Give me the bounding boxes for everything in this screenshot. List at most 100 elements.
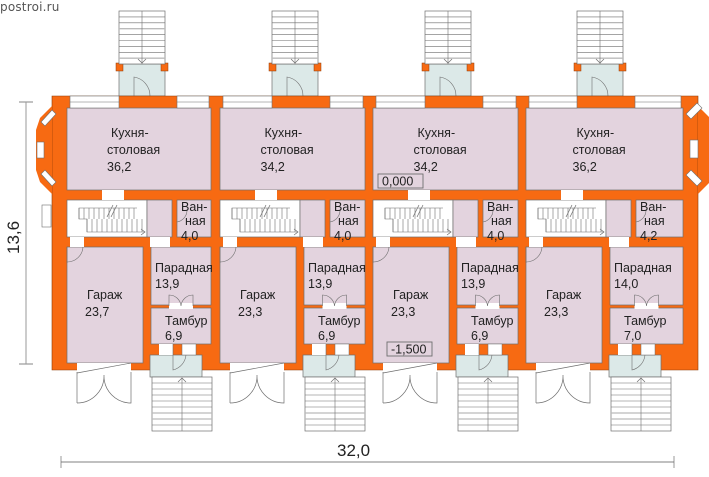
room-bath [482, 199, 519, 238]
garage-area: 23,3 [391, 305, 415, 319]
door-opening [150, 237, 170, 247]
garage-gate-leaf [76, 362, 132, 374]
kitchen-windows [375, 95, 517, 109]
garage-level-mark-box [386, 341, 433, 357]
unit-3 [372, 107, 519, 364]
front-porch [302, 343, 366, 432]
garage-level-mark-text: -1,500 [391, 343, 426, 357]
door-opening [70, 237, 84, 247]
stair-arrow [290, 58, 300, 64]
vestibule-label: Тамбур [165, 314, 207, 328]
garage-gate-swing [382, 372, 438, 404]
front-porch [149, 343, 213, 432]
stair-arrow [599, 228, 605, 236]
bath-door-swing [482, 209, 494, 223]
front-porch-landing [149, 354, 203, 378]
stair-arrow [330, 377, 340, 383]
double-door-swing [634, 294, 659, 307]
stair-arrow [595, 58, 605, 64]
garage-gate-opening [536, 363, 590, 371]
hall-label: Парадная [614, 261, 672, 275]
hall-area: 13,9 [461, 277, 485, 291]
rear-porch [268, 10, 322, 108]
stair-arrow [446, 228, 452, 236]
stair-arrow [140, 228, 146, 236]
bay-window-pane [36, 141, 45, 159]
stair-arrow [443, 58, 453, 64]
front-porch-landing [455, 354, 509, 378]
bath-label: Ван- [334, 200, 360, 214]
kitchen-label: столовая [414, 143, 467, 157]
interior-stairs [537, 204, 605, 236]
bay-window-pane [689, 139, 699, 159]
rear-stairs-group [115, 10, 627, 108]
kitchen-label: столовая [107, 143, 160, 157]
door-opening [255, 190, 277, 200]
front-porch [608, 343, 672, 432]
garage-door-swing [372, 246, 390, 263]
garage-gate-leaf [535, 362, 591, 374]
kitchen-label: столовая [261, 143, 314, 157]
kitchen-label: Кухня- [418, 126, 456, 140]
hall-label: Парадная [461, 261, 519, 275]
bath-door-swing [635, 209, 647, 223]
door-opening [102, 190, 124, 200]
kitchen-windows [222, 95, 364, 109]
unit-1 [66, 107, 212, 364]
bath-door-swing [176, 209, 188, 223]
garage-gate-opening [383, 363, 437, 371]
front-porch [455, 343, 519, 432]
room-corridor [452, 199, 479, 238]
kitchen-area: 36,2 [573, 160, 597, 174]
kitchen-label: Кухня- [111, 126, 149, 140]
right-bay-window [685, 102, 709, 194]
garage-gate-swing [76, 372, 132, 404]
vestibule-label: Тамбур [471, 314, 513, 328]
bay-window-pane [40, 169, 57, 187]
garage-gate-leaf [229, 362, 285, 374]
room-garage [219, 246, 297, 364]
garage-gate-swing [535, 372, 591, 404]
room-garage [525, 246, 603, 364]
stair-arrow [483, 377, 493, 383]
left-bay-window [36, 106, 57, 228]
stair-outline [231, 207, 298, 233]
stair-arrow [177, 377, 187, 383]
vestibule-area: 6,9 [165, 329, 182, 343]
rear-door-swing [591, 76, 609, 97]
floor-level-mark-text: 0,000 [382, 175, 413, 189]
garage-area: 23,7 [85, 305, 109, 319]
front-door-swing [631, 344, 646, 371]
bay-wall [698, 106, 709, 194]
front-door-opening [465, 344, 479, 355]
kitchen-label: Кухня- [577, 126, 615, 140]
vestibule-area: 7,0 [624, 329, 641, 343]
door-opening [609, 237, 629, 247]
bath-label: Ван- [640, 200, 666, 214]
vestibule-area: 6,9 [471, 329, 488, 343]
bath-label: Ван- [487, 200, 513, 214]
vestibule-label: Тамбур [624, 314, 666, 328]
room-bath [329, 199, 366, 238]
door-opening [561, 190, 583, 200]
unit-4 [525, 107, 684, 364]
door-opening [376, 237, 390, 247]
stair-break [569, 204, 577, 218]
bath-area: 4,0 [334, 229, 351, 243]
stair-outline [537, 207, 604, 233]
vestibule-label: Тамбур [318, 314, 360, 328]
kitchen-area: 34,2 [261, 160, 285, 174]
bay-window-pane [40, 109, 57, 127]
stair-arrow [293, 228, 299, 236]
stair-outline [384, 207, 451, 233]
vestibule-area: 6,9 [318, 329, 335, 343]
front-window [334, 343, 350, 356]
garage-label: Гараж [87, 288, 123, 302]
hall-area: 14,0 [614, 277, 638, 291]
floor-level-mark: 0,000 [377, 173, 424, 189]
front-door-opening [312, 344, 326, 355]
kitchen-area: 34,2 [414, 160, 438, 174]
bath-label: Ван- [181, 200, 207, 214]
interior-stairs [78, 204, 146, 236]
